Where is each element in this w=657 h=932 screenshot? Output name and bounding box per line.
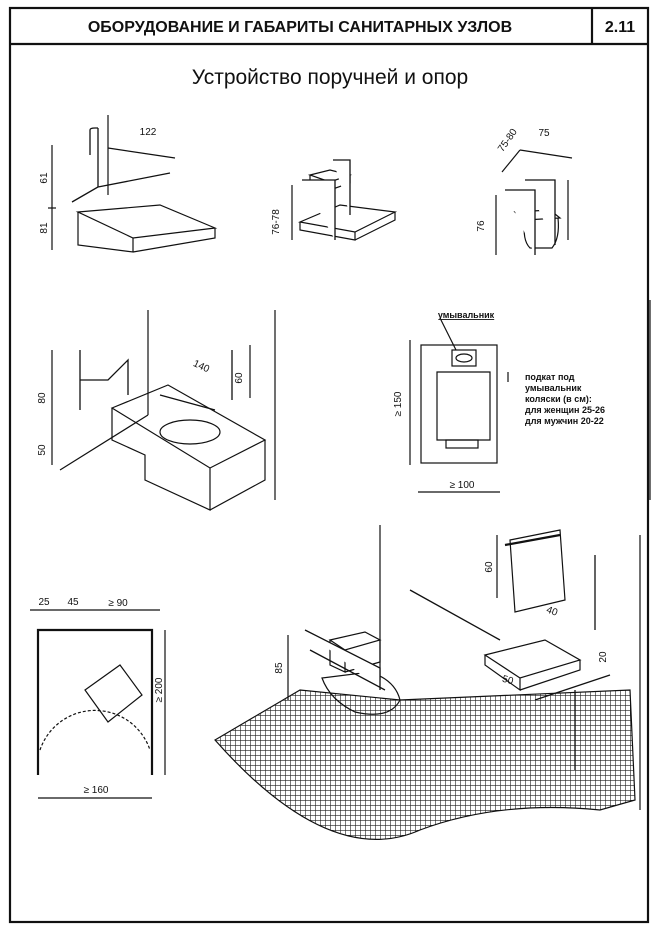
rail-offset-label: 20 (598, 651, 609, 663)
washbasin-note-line: для женщин 25-26 (525, 405, 605, 415)
header-title: ОБОРУДОВАНИЕ И ГАБАРИТЫ САНИТАРНЫХ УЗЛОВ (88, 19, 512, 36)
basin-gap-label: 40 (545, 605, 560, 619)
shower-height-label: 76-78 (271, 209, 282, 235)
bathtub-width-label: 122 (140, 127, 157, 138)
bath-seat-rail-length-label: 140 (191, 358, 211, 375)
bath-seat-rail-height-label: 80 (37, 392, 48, 404)
toilet-height-label: 76 (476, 220, 487, 232)
bath-seat-height-label: 50 (37, 444, 48, 456)
washbasin-note-line: для мужчин 20-22 (525, 416, 604, 426)
toilet-width-label: 75 (538, 128, 550, 139)
mirror-height-label: 60 (484, 561, 495, 573)
bathtub-rail-height-label: 61 (39, 172, 50, 184)
washbasin-length-label: ≥ 150 (393, 391, 404, 416)
washbasin (483, 639, 582, 692)
basin-width-label: 50 (501, 674, 515, 688)
toilet-rail-height-label: 85 (274, 662, 285, 674)
turning-dim-2-label: 45 (67, 597, 79, 608)
turning-dim-1-label: 25 (38, 597, 50, 608)
bathroom-iso-figure: 85 60 40 20 50 (214, 525, 641, 840)
section-number: 2.11 (605, 19, 635, 36)
toilet-corner-figure: 75-80 75 76 (476, 127, 573, 255)
washbasin-note-line: коляски (в см): (525, 394, 592, 404)
washbasin-plan-figure: умывальник ≥ 150 ≥ 100 подкат под умывал… (393, 300, 651, 500)
mirror (509, 529, 566, 613)
washbasin-width-label: ≥ 100 (450, 480, 475, 491)
washbasin-note-line: подкат под (525, 372, 575, 382)
turning-length-label: ≥ 200 (154, 677, 165, 702)
bathtub-figure: 122 61 81 (39, 115, 218, 253)
turning-plan-figure: 25 45 ≥ 90 ≥ 200 ≥ 160 (30, 597, 166, 799)
shower-figure: 76-78 (271, 159, 398, 241)
bathtub-height-label: 81 (39, 222, 50, 234)
page-title: Устройство поручней и опор (192, 66, 468, 89)
toilet-depth-label: 75-80 (496, 127, 520, 155)
washbasin-label: умывальник (438, 310, 495, 320)
turning-dim-3-label: ≥ 90 (108, 598, 128, 609)
turning-width-label: ≥ 160 (84, 785, 109, 796)
washbasin-note-line: умывальник (525, 383, 582, 393)
tiled-floor (214, 689, 636, 840)
bath-seat-rail-vertical-label: 60 (234, 372, 245, 384)
page-frame (8, 6, 650, 924)
bath-seat-figure: 80 50 140 60 (37, 310, 276, 511)
